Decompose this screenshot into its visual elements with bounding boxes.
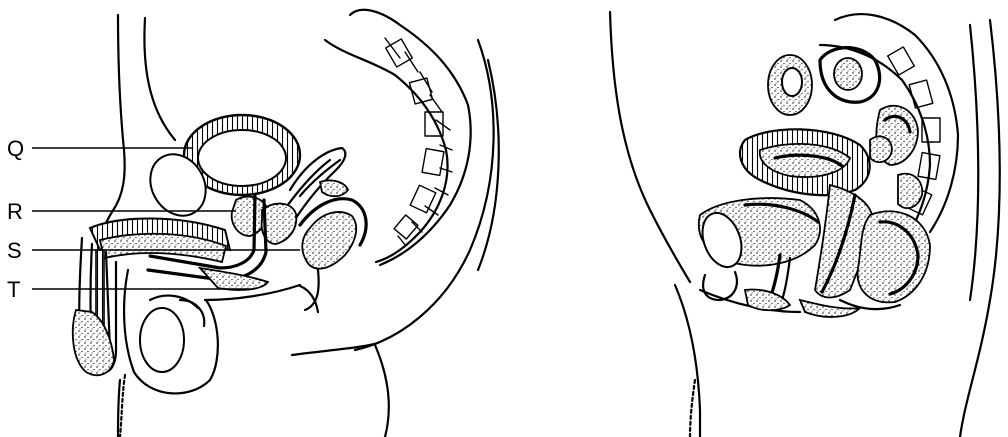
female-pelvis-section bbox=[610, 12, 1000, 437]
male-pelvis-section bbox=[73, 10, 499, 437]
label-q: Q bbox=[7, 138, 24, 160]
label-t: T bbox=[7, 279, 20, 301]
label-r: R bbox=[7, 201, 23, 223]
label-s: S bbox=[7, 240, 22, 262]
